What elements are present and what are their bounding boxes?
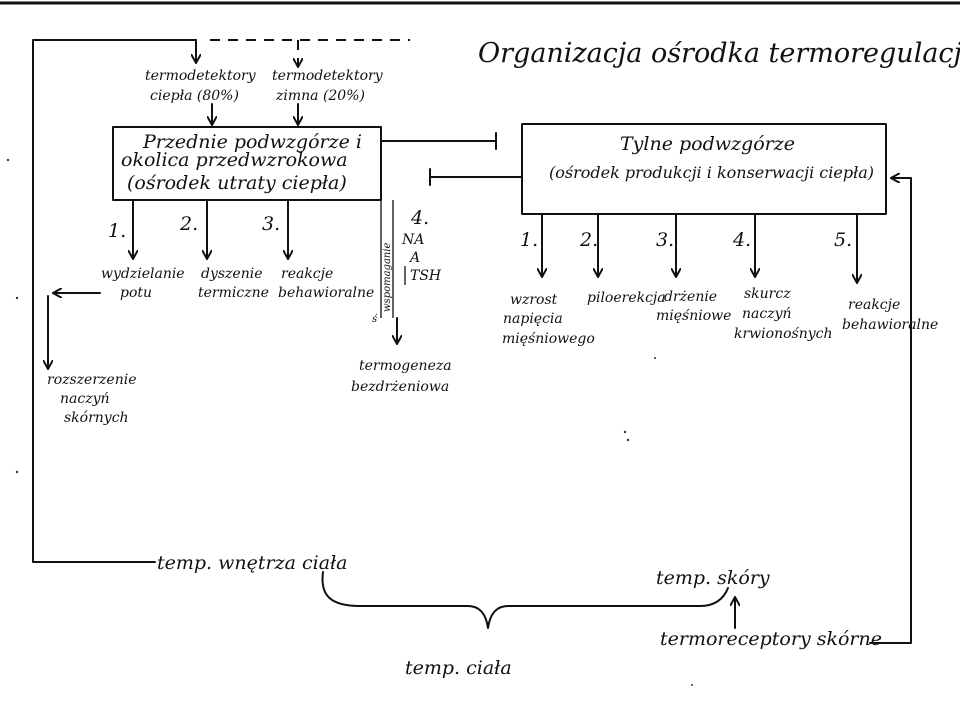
- svg-text:termogeneza: termogeneza: [359, 358, 452, 374]
- svg-text:A: A: [408, 250, 420, 266]
- svg-text:rozszerzenie: rozszerzenie: [47, 372, 136, 388]
- svg-text:wydzielanie: wydzielanie: [101, 266, 185, 282]
- item4-side-mark: ś: [372, 314, 378, 325]
- support-vertical-note: wspomaganie: [382, 242, 393, 312]
- svg-text:reakcje: reakcje: [848, 297, 900, 313]
- svg-text:naczyń: naczyń: [742, 306, 792, 322]
- svg-text:behawioralne: behawioralne: [842, 317, 938, 333]
- svg-text:NA: NA: [401, 232, 424, 248]
- scan-dots: [6, 158, 693, 686]
- svg-text:krwionośnych: krwionośnych: [734, 326, 832, 342]
- posterior-output-4: 4. skurcz naczyń krwionośnych: [732, 213, 832, 342]
- core-temp-feedback-line: [32, 39, 197, 563]
- body-temperature-label: temp. ciała: [405, 657, 512, 679]
- anterior-box-line-3: (ośrodek utraty ciepła): [127, 172, 347, 194]
- anterior-box-line-1: Przednie podwzgórze i: [142, 131, 362, 153]
- svg-text:4.: 4.: [732, 229, 751, 251]
- posterior-box-line-1: Tylne podwzgórze: [620, 133, 795, 155]
- posterior-output-2: 2. piloerekcja: [579, 213, 666, 306]
- cold-thermodetectors-label: termodetektory zimna (20%): [272, 68, 384, 104]
- skin-receptors-label: termoreceptory skórne: [660, 628, 882, 650]
- anterior-output-4: wspomaganie ś 4. NA A TSH termogeneza be…: [351, 200, 452, 395]
- svg-text:1.: 1.: [520, 229, 538, 251]
- posterior-output-1: 1. wzrost napięcia mięśniowego: [502, 213, 595, 347]
- svg-text:ciepła (80%): ciepła (80%): [150, 88, 239, 104]
- svg-text:termiczne: termiczne: [198, 285, 269, 301]
- svg-text:TSH: TSH: [410, 268, 442, 284]
- posterior-hypothalamus-box: [521, 123, 887, 215]
- heat-thermodetectors-label: termodetektory ciepła (80%): [145, 68, 257, 104]
- svg-text:dyszenie: dyszenie: [201, 266, 263, 282]
- body-temperature-brace: [321, 571, 729, 629]
- svg-text:bezdrżeniowa: bezdrżeniowa: [351, 379, 449, 395]
- svg-text:skurcz: skurcz: [744, 286, 791, 302]
- svg-text:3.: 3.: [656, 229, 674, 251]
- skin-temperature-label: temp. skóry: [656, 567, 770, 589]
- posterior-output-5: 5. reakcje behawioralne: [834, 213, 938, 333]
- svg-text:naczyń: naczyń: [60, 391, 110, 407]
- skin-receptor-feedback-line: [869, 178, 912, 644]
- svg-text:skórnych: skórnych: [64, 410, 129, 426]
- svg-text:termodetektory: termodetektory: [145, 68, 257, 84]
- diagram-title: Organizacja ośrodka termoregulacji: [478, 38, 960, 69]
- svg-text:1.: 1.: [108, 220, 126, 242]
- svg-text:reakcje: reakcje: [281, 266, 333, 282]
- vasodilation-branch: rozszerzenie naczyń skórnych: [47, 293, 136, 426]
- svg-text:mięśniowe: mięśniowe: [656, 308, 731, 324]
- svg-text:piloerekcja: piloerekcja: [587, 290, 666, 306]
- svg-text:2.: 2.: [179, 213, 198, 235]
- svg-text:termodetektory: termodetektory: [272, 68, 384, 84]
- svg-text:mięśniowego: mięśniowego: [502, 331, 595, 347]
- svg-text:wzrost: wzrost: [510, 292, 558, 308]
- svg-text:zimna (20%): zimna (20%): [275, 88, 365, 104]
- posterior-output-3: 3. drżenie mięśniowe: [656, 213, 731, 324]
- svg-text:behawioralne: behawioralne: [278, 285, 374, 301]
- anterior-box-line-2: okolica przedwzrokowa: [121, 149, 348, 171]
- core-temperature-label: temp. wnętrza ciała: [157, 552, 348, 574]
- anterior-output-1: 1. wydzielanie potu: [101, 199, 185, 301]
- svg-text:napięcia: napięcia: [503, 311, 563, 327]
- svg-text:3.: 3.: [262, 213, 280, 235]
- svg-text:5.: 5.: [834, 229, 852, 251]
- svg-text:drżenie: drżenie: [664, 289, 717, 305]
- anterior-output-3: 3. reakcje behawioralne: [262, 199, 374, 301]
- posterior-box-line-2: (ośrodek produkcji i konserwacji ciepła): [549, 163, 874, 182]
- anterior-output-2: 2. dyszenie termiczne: [179, 199, 269, 301]
- svg-text:4.: 4.: [410, 207, 429, 229]
- svg-text:2.: 2.: [579, 229, 598, 251]
- anterior-hypothalamus-box: [112, 126, 382, 201]
- svg-text:potu: potu: [120, 285, 152, 301]
